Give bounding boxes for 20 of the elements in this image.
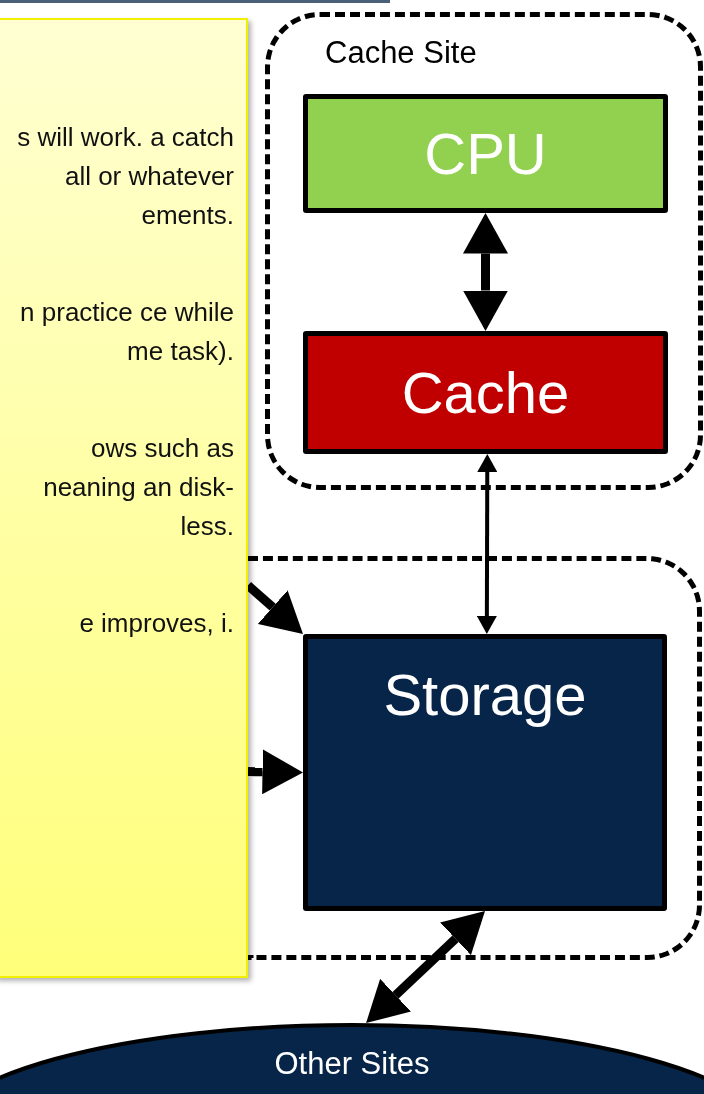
dashed-boundary — [248, 556, 702, 960]
note-text: ows such as neaning an disk-less. — [42, 432, 234, 543]
arrow — [245, 582, 303, 634]
group-label: Cache Site — [325, 35, 477, 71]
site-label: Other Sites — [274, 1046, 430, 1082]
note-text: s will work. a catch all or whatever ements. — [16, 121, 234, 232]
arrow — [247, 749, 303, 795]
note-text: e improves, i. — [78, 607, 234, 640]
storage-box — [303, 634, 667, 911]
arrow — [366, 911, 485, 1023]
arrow — [463, 213, 508, 331]
cpu-box — [303, 94, 668, 213]
box-label: Storage — [383, 661, 587, 728]
site-boundary — [265, 12, 703, 490]
note-box — [0, 18, 248, 978]
cache-box — [303, 331, 668, 454]
box-label: Cache — [401, 359, 570, 426]
arrow — [476, 454, 498, 634]
box-label: CPU — [424, 120, 547, 187]
note-text: n practice ce while me task). — [19, 296, 234, 368]
